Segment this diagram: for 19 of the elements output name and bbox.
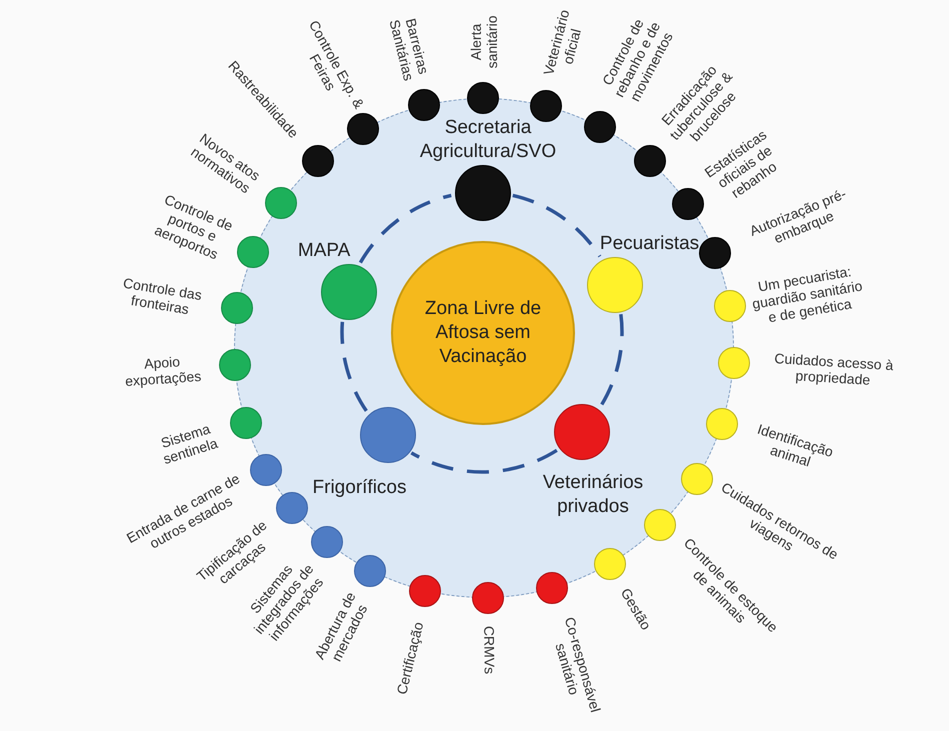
item-label: Barreiras Sanitárias bbox=[386, 16, 434, 84]
actor-label: Pecuaristas bbox=[598, 232, 700, 256]
actor-label: MAPA bbox=[296, 239, 352, 264]
item-label: Alerta sanitário bbox=[468, 14, 500, 70]
dashed-connector bbox=[410, 448, 558, 474]
item-label: Sistema sentinela bbox=[158, 419, 220, 469]
actor-label: Veterinários privados bbox=[542, 470, 644, 519]
item-label: Controle das fronteiras bbox=[120, 273, 204, 319]
dashed-connector bbox=[598, 314, 624, 408]
actor-label: Frigoríficos bbox=[312, 476, 408, 500]
dashed-connector bbox=[340, 320, 368, 412]
item-label: Apoio exportações bbox=[123, 352, 202, 390]
center-circle: Zona Livre de Aftosa sem Vacinação bbox=[391, 241, 575, 425]
item-label: Um pecuarista: guardião sanitário e de genética bbox=[750, 262, 865, 327]
dashed-connector bbox=[358, 193, 452, 264]
item-label: Cuidados acesso à propriedade bbox=[772, 349, 894, 390]
dashed-connector bbox=[512, 193, 601, 257]
item-label: CRMVs bbox=[480, 624, 498, 676]
actor-label: Secretaria Agricultura/SVO bbox=[418, 116, 558, 164]
